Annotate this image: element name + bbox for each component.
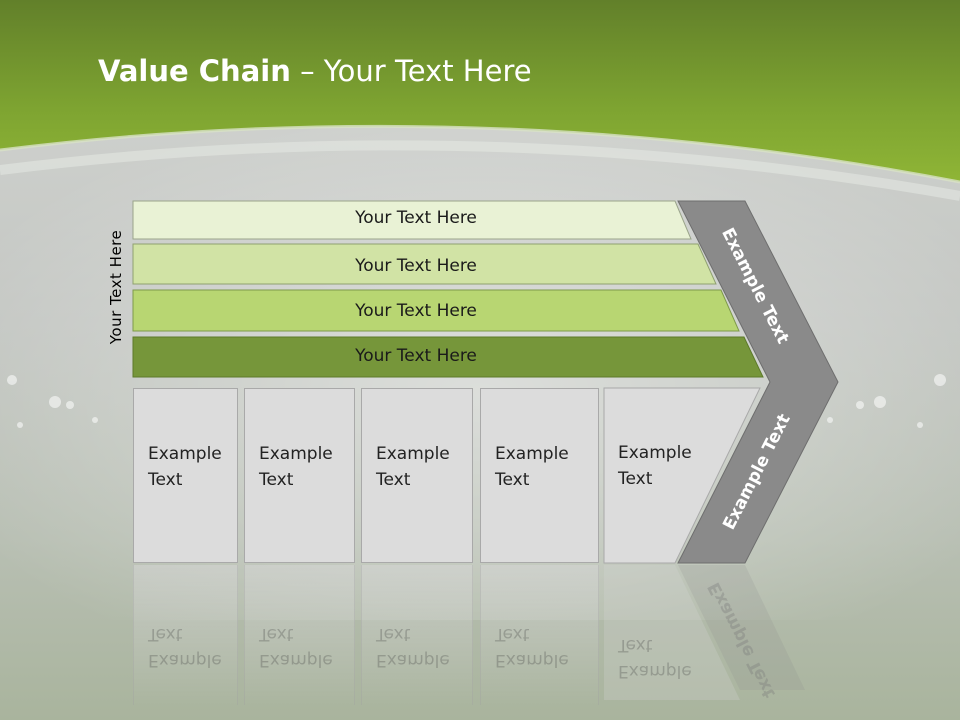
row-label-4: Your Text Here [355, 346, 477, 366]
stadium-lights-left [7, 375, 98, 428]
row-bar-2 [132, 243, 717, 285]
title-bold: Value Chain [98, 54, 291, 88]
box-4-reflection: Example Text [480, 565, 599, 705]
activity-label-2: Example Text [259, 444, 333, 490]
box-3-reflection: Example Text [361, 565, 473, 705]
row-bar-1 [132, 200, 692, 240]
reflection-label-4: Example Text [495, 624, 569, 670]
stadium-lights-right [827, 374, 946, 428]
reflection-label-1: Example Text [148, 624, 222, 670]
activity-label-1: Example Text [148, 444, 222, 490]
activity-box-3: Example Text [361, 388, 473, 563]
row-label-3: Your Text Here [355, 301, 477, 321]
activity-label-4: Example Text [495, 444, 569, 490]
row-label-2: Your Text Here [355, 256, 477, 276]
box-2-reflection: Example Text [244, 565, 355, 705]
title-rest: – Your Text Here [290, 54, 532, 88]
reflection-label-2: Example Text [259, 624, 333, 670]
activity-box-1: Example Text [133, 388, 238, 563]
row-label-1: Your Text Here [355, 208, 477, 228]
activity-box-2: Example Text [244, 388, 355, 563]
row-bar-3 [132, 289, 740, 332]
chevron-shape [677, 200, 839, 564]
header-band [0, 0, 960, 182]
slide-title: Value Chain – Your Text Here [98, 54, 532, 88]
row-bar-4 [132, 336, 764, 378]
box-1-reflection: Example Text [133, 565, 238, 705]
activity-label-5: Example Text [618, 443, 692, 489]
box-5-reflection [604, 565, 740, 700]
reflection-label-5: Example Text [618, 635, 692, 681]
activity-label-3: Example Text [376, 444, 450, 490]
chevron-reflection [678, 565, 805, 690]
activity-box-4: Example Text [480, 388, 599, 563]
box-5-shape [603, 387, 761, 564]
reflection-label-3: Example Text [376, 624, 450, 670]
